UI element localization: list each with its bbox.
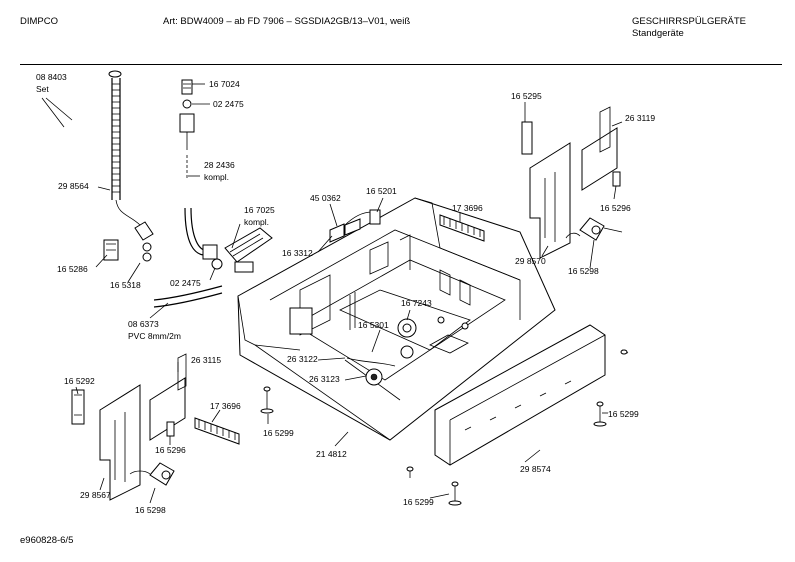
- label-kompl-282436: kompl.: [204, 172, 229, 182]
- label-173696-right: 17 3696: [452, 203, 483, 213]
- brand-name: DIMPCO: [20, 16, 58, 27]
- header-rule: [20, 64, 782, 65]
- float-switch-part: [329, 209, 381, 243]
- part-labels: 08 8403 Set 29 8564 16 5286 16 5318 16 7…: [36, 72, 655, 515]
- label-165292: 16 5292: [64, 376, 95, 386]
- label-165296-right: 16 5296: [600, 203, 631, 213]
- label-165298-left: 16 5298: [135, 505, 166, 515]
- base-frame-part: [237, 197, 556, 441]
- label-298564: 29 8564: [58, 181, 89, 191]
- article-number: Art: BDW4009 – ab FD 7906 – SGSDIA2GB/13…: [163, 16, 411, 27]
- label-165295: 16 5295: [511, 91, 542, 101]
- label-298570: 29 8570: [515, 256, 546, 266]
- label-165299-bottom: 16 5299: [403, 497, 434, 507]
- label-298574: 29 8574: [520, 464, 551, 474]
- label-022475-bottom: 02 2475: [170, 278, 201, 288]
- appliance-subcategory: Standgeräte: [632, 28, 684, 39]
- label-165296-left: 16 5296: [155, 445, 186, 455]
- label-022475-top: 02 2475: [213, 99, 244, 109]
- bracket-165286-part: [103, 239, 119, 261]
- label-167243: 16 7243: [401, 298, 432, 308]
- side-bracket-right-part: [521, 106, 623, 259]
- label-165298-right: 16 5298: [568, 266, 599, 276]
- heater-element-right-part: [439, 214, 485, 242]
- side-bracket-left-part: [71, 353, 187, 501]
- label-263119: 26 3119: [625, 113, 655, 123]
- label-165286: 16 5286: [57, 264, 88, 274]
- label-set: Set: [36, 84, 49, 94]
- inlet-hose-part: [108, 70, 154, 262]
- label-165201: 16 5201: [366, 186, 397, 196]
- label-165301: 16 5301: [358, 320, 389, 330]
- leader-lines: [41, 83, 623, 504]
- label-088403: 08 8403: [36, 72, 67, 82]
- label-214812: 21 4812: [316, 449, 347, 459]
- label-263122: 26 3122: [287, 354, 318, 364]
- label-167025: 16 7025: [244, 205, 275, 215]
- label-167024: 16 7024: [209, 79, 240, 89]
- document-id: e960828-6/5: [20, 535, 74, 546]
- label-kompl-167025: kompl.: [244, 217, 269, 227]
- label-263115: 26 3115: [191, 355, 221, 365]
- label-450362: 45 0362: [310, 193, 341, 203]
- label-165299-left: 16 5299: [263, 428, 294, 438]
- label-165299-right: 16 5299: [608, 409, 639, 419]
- label-pvc-tube: PVC 8mm/2m: [128, 331, 181, 341]
- appliance-category: GESCHIRRSPÜLGERÄTE: [632, 16, 747, 27]
- inlet-valve-assembly-part: [179, 79, 273, 273]
- label-282436: 28 2436: [204, 160, 235, 170]
- kickplate-part: [434, 324, 606, 466]
- label-173696-left: 17 3696: [210, 401, 241, 411]
- label-298567: 29 8567: [80, 490, 111, 500]
- label-263123: 26 3123: [309, 374, 340, 384]
- screws-feet-parts: [260, 349, 629, 506]
- label-086373: 08 6373: [128, 319, 159, 329]
- pvc-tube-part: [153, 285, 223, 308]
- label-163312: 16 3312: [282, 248, 313, 258]
- heater-element-left-part: [194, 417, 240, 445]
- label-165318: 16 5318: [110, 280, 141, 290]
